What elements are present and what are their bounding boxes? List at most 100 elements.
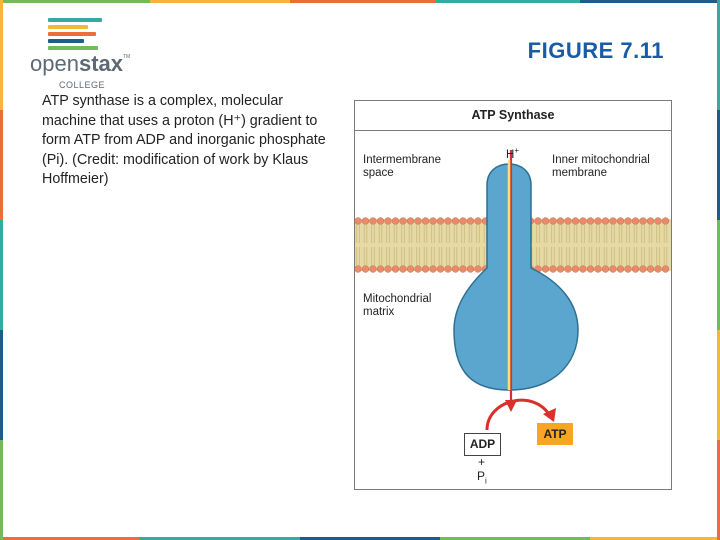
lipid-head (631, 265, 640, 273)
border-segment (150, 0, 290, 3)
border-segment (717, 110, 720, 220)
atp-label: ATP (543, 427, 567, 441)
border-segment (0, 537, 140, 540)
lipid-head (369, 265, 377, 273)
plus-label: + (478, 455, 486, 469)
lipid-head (361, 217, 370, 225)
lipid-head (624, 265, 632, 273)
border-segment (0, 330, 3, 440)
figure-caption: ATP synthase is a complex, molecular mac… (42, 93, 326, 187)
logo-bar (48, 39, 84, 43)
logo-bar (48, 46, 98, 50)
lipid-head (639, 265, 647, 273)
lipid-head (376, 217, 385, 225)
lipid-head (474, 217, 482, 225)
lipid-head (639, 217, 647, 225)
border-segment (436, 0, 580, 3)
lipid-head (631, 217, 640, 225)
lipid-head (451, 217, 460, 225)
lipid-head (616, 217, 625, 225)
border-segment (717, 220, 720, 330)
intermembrane-space-label: Intermembrane space (363, 154, 441, 179)
lipid-head (355, 217, 362, 225)
lipid-head (466, 217, 475, 225)
lipid-head (384, 265, 392, 273)
lipid-head (541, 265, 550, 273)
lipid-head (579, 217, 587, 225)
lipid-head (459, 217, 467, 225)
lipid-head (376, 265, 385, 273)
proton-label: H+ (506, 146, 519, 161)
border-segment (0, 0, 150, 3)
lipid-head (399, 217, 407, 225)
lipid-head (459, 265, 467, 273)
border-segment (0, 220, 3, 330)
lipid-head (534, 217, 542, 225)
lipid-head (549, 217, 557, 225)
lipid-head (474, 265, 482, 273)
lipid-head (414, 217, 422, 225)
adp-box (464, 433, 501, 456)
lipid-head (444, 217, 452, 225)
lipid-head (406, 217, 415, 225)
atp-box (537, 423, 573, 445)
logo-bar (48, 25, 88, 29)
border-segment (590, 537, 720, 540)
lipid-head (594, 217, 602, 225)
adp-to-atp-arrowhead (543, 408, 556, 422)
lipid-head (541, 217, 550, 225)
lipid-head (355, 265, 362, 273)
logo-wordmark: openstax (30, 51, 123, 76)
lipid-head (646, 217, 655, 225)
lipid-head (609, 265, 617, 273)
lipid-head (414, 265, 422, 273)
lipid-head (406, 265, 415, 273)
border-segment (580, 0, 720, 3)
lipid-head (601, 217, 610, 225)
border-segment (0, 110, 3, 220)
logo-bar (48, 32, 96, 36)
lipid-head (556, 217, 565, 225)
inner-membrane-label: Inner mitochondrial membrane (552, 154, 650, 179)
lipid-head (601, 265, 610, 273)
lipid-head (571, 265, 580, 273)
lipid-head (609, 217, 617, 225)
lipid-head (624, 217, 632, 225)
lipid-head (429, 265, 437, 273)
logo-bar (48, 18, 102, 22)
phosphate-label: Pi (477, 469, 487, 486)
lipid-head (586, 217, 595, 225)
lipid-head (361, 265, 370, 273)
lipid-head (399, 265, 407, 273)
border-segment (0, 0, 3, 110)
lipid-head (616, 265, 625, 273)
lipid-head (654, 265, 662, 273)
adp-label: ADP (469, 437, 496, 451)
lipid-head (444, 265, 452, 273)
border-segment (140, 537, 300, 540)
lipid-head (549, 265, 557, 273)
border-segment (300, 537, 440, 540)
logo-trademark: TM (123, 54, 131, 60)
lipid-head (564, 265, 572, 273)
lipid-head (661, 217, 670, 225)
openstax-logo: openstax TM COLLEGE (26, 14, 130, 90)
lipid-head (436, 217, 445, 225)
mitochondrial-matrix-label: Mitochondrial matrix (363, 293, 432, 318)
lipid-head (451, 265, 460, 273)
lipid-head (654, 217, 662, 225)
lipid-head (586, 265, 595, 273)
border-segment (717, 0, 720, 110)
border-segment (0, 440, 3, 540)
lipid-head (466, 265, 475, 273)
lipid-head (594, 265, 602, 273)
lipid-head (564, 217, 572, 225)
lipid-head (369, 217, 377, 225)
border-segment (717, 440, 720, 540)
diagram-header: ATP Synthase (471, 108, 555, 122)
lipid-head (646, 265, 655, 273)
lipid-head (391, 217, 400, 225)
lipid-head (436, 265, 445, 273)
atp-synthase-diagram: ATP Synthase H+ Intermembrane space Inne… (354, 100, 672, 490)
